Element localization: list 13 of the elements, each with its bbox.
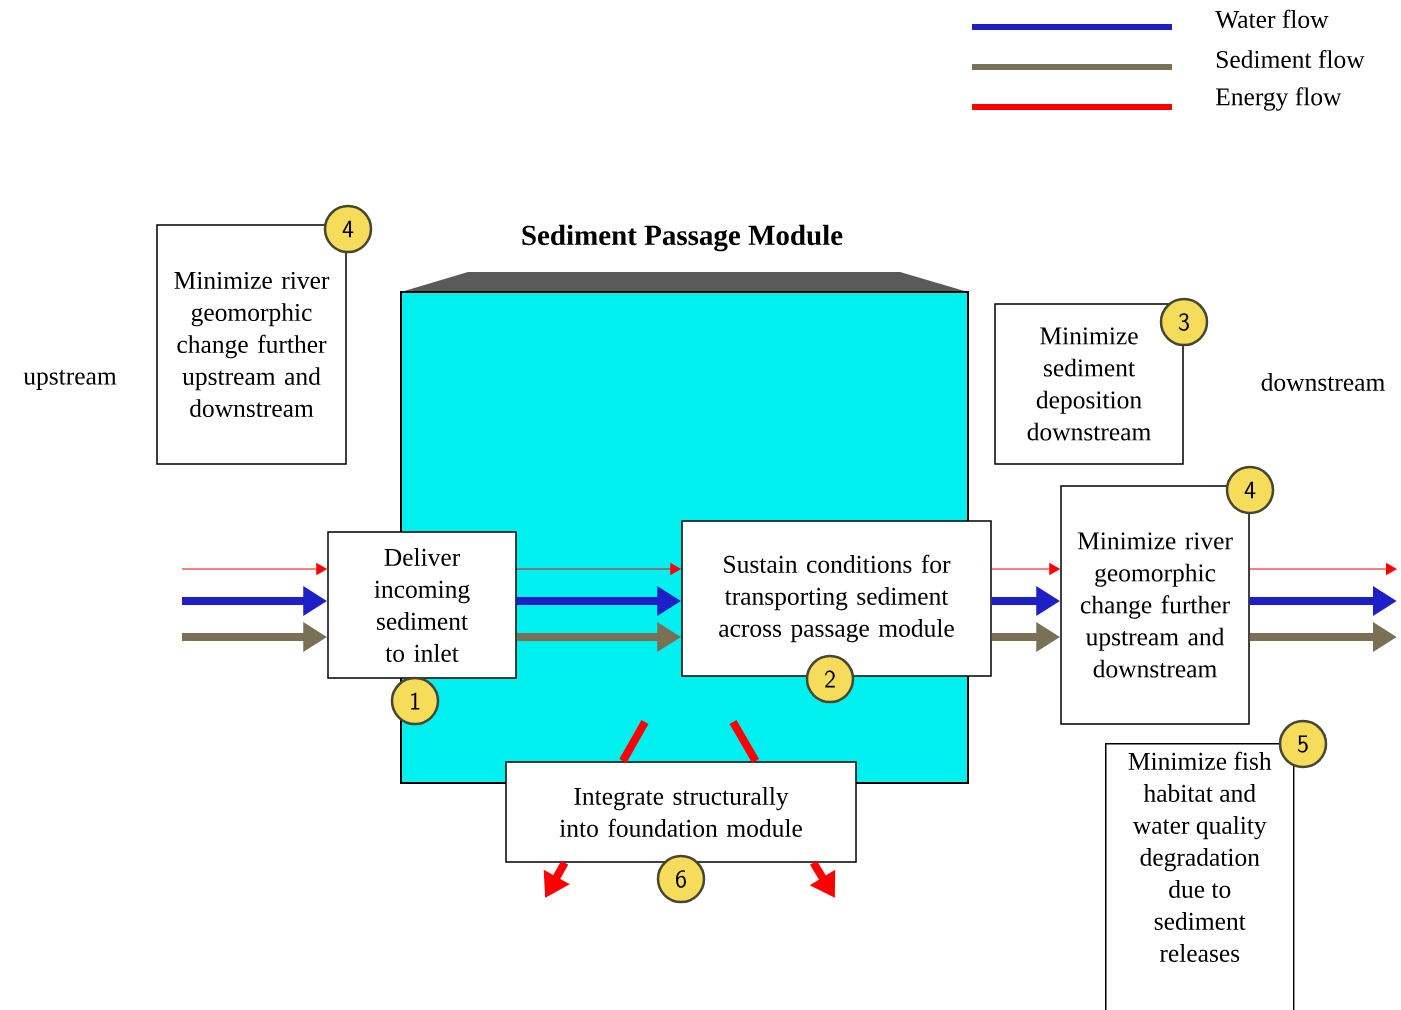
number-badge: 6 xyxy=(656,854,706,904)
legend-label: Energy flow xyxy=(1215,87,1342,111)
function-box: Integrate structurally into foundation module xyxy=(505,761,857,863)
direction-label: upstream xyxy=(23,370,117,390)
number-badge: 5 xyxy=(1278,719,1328,769)
number-badge: 4 xyxy=(1225,465,1275,515)
module-title: Sediment Passage Module xyxy=(522,224,843,252)
goal-box: Minimize fish habitat and water quality degradation due to sediment releases xyxy=(1105,743,1295,1010)
legend-label: Sediment flow xyxy=(1216,49,1365,69)
number-badge: 4 xyxy=(323,204,373,254)
direction-label: downstream xyxy=(1261,373,1385,391)
number-badge: 3 xyxy=(1159,297,1209,347)
legend-label: Water flow xyxy=(1215,9,1329,29)
